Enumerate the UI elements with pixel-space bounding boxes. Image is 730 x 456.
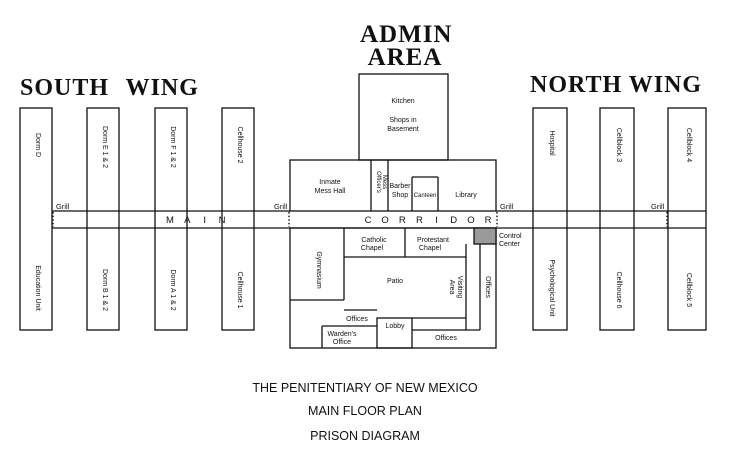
catholic-chapel-label-line2: Chapel <box>361 245 384 252</box>
corridor-letter-4: I <box>435 215 438 226</box>
offices-south-label: Offices <box>435 335 457 342</box>
control-center-box <box>473 227 497 245</box>
corridor-letter-2: R <box>399 215 406 226</box>
wardens-office-label-line1: Warden's <box>327 331 357 338</box>
protestant-chapel-label-line2: Chapel <box>419 245 442 252</box>
kitchen-label: Kitchen <box>391 98 414 105</box>
barber-shop-label-line1: Barber <box>389 183 411 190</box>
gymnasium-label: Gymnasium <box>315 251 322 289</box>
south-upper-label-4: Cellhouse 2 <box>236 127 243 164</box>
mess-hall-label-line2: Mess Hall <box>315 188 346 195</box>
corridor-letter-5: D <box>450 215 457 226</box>
south-lower-label-4: Cellhouse 1 <box>236 272 243 309</box>
south-upper-label-2: Dorm E 1 & 2 <box>101 126 108 168</box>
caption-line1: THE PENITENTIARY OF NEW MEXICO <box>252 381 478 395</box>
south-block-2 <box>86 107 120 331</box>
south-block-3 <box>154 107 188 331</box>
south-lower-label-1: Education Unit <box>34 265 41 311</box>
grill-label-north-2: Grill <box>651 202 665 211</box>
north-upper-label-3: Cellblock 4 <box>685 128 692 162</box>
mess-hall-label-line1: Inmate <box>319 179 341 186</box>
wardens-office-label-line2: Office <box>333 339 351 346</box>
north-block-3 <box>667 107 707 331</box>
canteen-label: Canteen <box>414 193 437 199</box>
north-lower-label-2: Cellhouse 6 <box>615 272 622 309</box>
catholic-chapel-label-line1: Catholic <box>361 237 387 244</box>
admin-north-block <box>289 159 497 212</box>
north-block-1 <box>532 107 568 331</box>
patio-label: Patio <box>387 278 403 285</box>
admin-heading-line1: ADMIN <box>360 21 453 48</box>
lobby-label: Lobby <box>385 323 405 330</box>
corridor-letter-1: O <box>381 215 388 226</box>
barber-shop-label-line2: Shop <box>392 192 408 199</box>
grill-label-south-1: Grill <box>56 202 70 211</box>
corridor-letter-0: C <box>365 215 372 226</box>
visiting-area-label-line1: Visiting <box>456 276 463 299</box>
library-label: Library <box>455 192 477 199</box>
north-upper-label-1: Hospital <box>548 130 555 156</box>
north-lower-label-1: Psychological Unit <box>548 259 555 316</box>
shops-label-line1: Shops in <box>389 117 416 124</box>
caption-line3: PRISON DIAGRAM <box>310 429 420 443</box>
grill-label-north-1: Grill <box>500 202 514 211</box>
south-block-1 <box>19 107 53 331</box>
control-center-label-line2: Center <box>499 241 521 248</box>
visiting-area-label-line2: Area <box>448 280 455 295</box>
officers-mess-label-line2: Mess <box>381 175 387 189</box>
south-block-4 <box>221 107 255 331</box>
offices-west-label: Offices <box>346 316 368 323</box>
main-letter-3: N <box>219 215 226 226</box>
admin-area-heading: ADMIN AREA <box>360 21 453 71</box>
officers-mess-label-line1: Officer's <box>375 171 381 193</box>
main-letter-2: I <box>203 215 206 226</box>
corridor-letter-3: R <box>416 215 423 226</box>
south-upper-label-1: Dorm D <box>34 133 41 157</box>
main-letter-0: M <box>166 215 174 226</box>
north-lower-label-3: Cellblock 5 <box>685 273 692 307</box>
admin-heading-line2: AREA <box>367 44 443 71</box>
south-lower-label-3: Dorm A 1 & 2 <box>169 269 176 310</box>
main-letter-1: A <box>184 215 191 226</box>
shops-label-line2: Basement <box>387 126 419 133</box>
north-wing-heading: NORTH WING <box>530 72 703 98</box>
caption-line2: MAIN FLOOR PLAN <box>308 404 422 418</box>
control-center-label-line1: Control <box>499 233 522 240</box>
corridor-letter-7: R <box>485 215 492 226</box>
north-block-2 <box>599 107 635 331</box>
lobby-box <box>376 317 413 349</box>
grill-label-south-2: Grill <box>274 202 288 211</box>
protestant-chapel-label-line1: Protestant <box>417 237 449 244</box>
south-lower-label-2: Dorm B 1 & 2 <box>101 269 108 311</box>
south-upper-label-3: Dorm F 1 & 2 <box>169 126 176 168</box>
north-upper-label-2: Cellblock 3 <box>615 128 622 162</box>
offices-east-label: Offices <box>484 276 491 298</box>
corridor-letter-6: O <box>467 215 474 226</box>
south-wing-heading: SOUTH WING <box>20 75 199 101</box>
